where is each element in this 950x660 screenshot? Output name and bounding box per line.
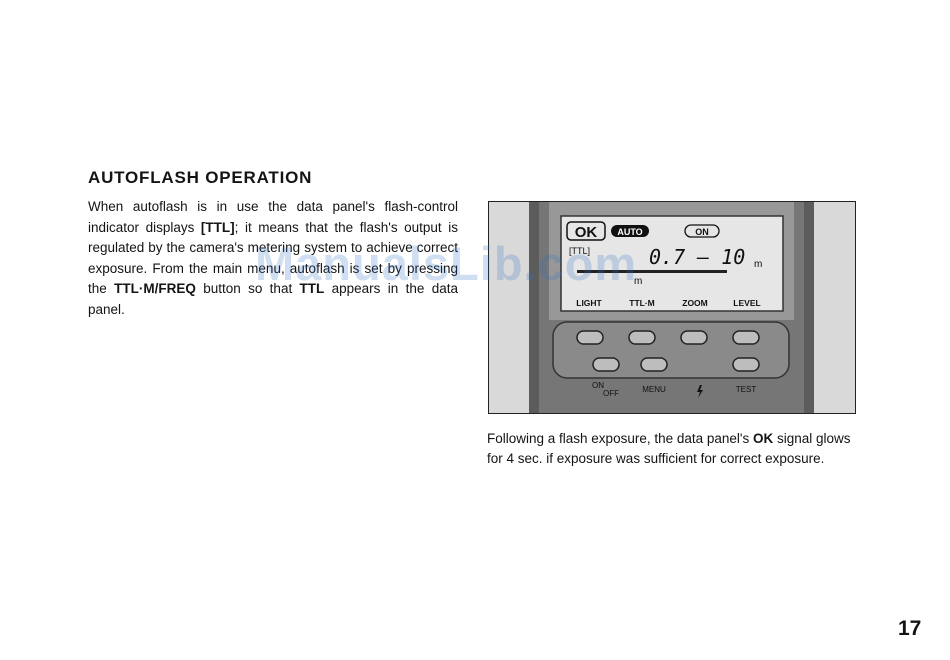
flash-unit-illustration: OK AUTO ON [TTL] 0.7 – 10 m m LIGHT TTL·… xyxy=(529,202,814,413)
lcd-unit: m xyxy=(754,259,762,270)
on-pill xyxy=(684,224,720,238)
lcd-ok: OK xyxy=(575,224,598,241)
lcd-auto: AUTO xyxy=(617,227,642,237)
caption-text-2: signal glows for 4 sec. if exposure was … xyxy=(487,431,851,466)
caption-text-1: Following a flash exposure, the data pan… xyxy=(487,431,753,446)
label-test: TEST xyxy=(736,385,757,394)
label-on: ON xyxy=(592,381,604,390)
figure-caption: Following a flash exposure, the data pan… xyxy=(487,429,857,469)
body-text-4: appears in the data panel. xyxy=(88,281,459,317)
body-text-1: When autoflash is in use the data panel'… xyxy=(88,199,458,235)
on-off-button xyxy=(592,357,620,372)
auto-pill xyxy=(611,225,649,237)
watermark: ManualsLib.com xyxy=(255,237,638,290)
softkey-label-ttl-m: TTL·M xyxy=(629,298,655,308)
ttl-text: TTL xyxy=(299,281,325,296)
ok-box xyxy=(566,221,606,241)
softkey-label-light: LIGHT xyxy=(576,298,602,308)
lcd-screen xyxy=(560,215,784,312)
lcd-row2-unit: m xyxy=(634,276,642,287)
label-off: OFF xyxy=(603,389,619,398)
menu-button xyxy=(640,357,668,372)
section-body: When autoflash is in use the data panel'… xyxy=(88,197,458,320)
light-button xyxy=(576,330,604,345)
softkey-label-zoom: ZOOM xyxy=(682,298,708,308)
zoom-button xyxy=(680,330,708,345)
lcd-ttl: [TTL] xyxy=(569,246,590,256)
test-button xyxy=(732,357,760,372)
ttl-m-button xyxy=(628,330,656,345)
caption-ok: OK xyxy=(753,431,774,446)
button-name-text: TTL·M/FREQ xyxy=(114,281,196,296)
lcd-distance: 0.7 – 10 xyxy=(649,245,745,269)
flash-bolt-icon xyxy=(697,385,703,398)
ttl-indicator-text: [TTL] xyxy=(200,219,235,235)
page-number: 17 xyxy=(898,617,922,640)
section-heading: AUTOFLASH OPERATION xyxy=(88,168,313,187)
label-menu: MENU xyxy=(642,385,666,394)
lcd-on: ON xyxy=(695,227,709,237)
level-button xyxy=(732,330,760,345)
flash-data-panel-figure: OK AUTO ON [TTL] 0.7 – 10 m m LIGHT TTL·… xyxy=(488,201,856,414)
softkey-label-level: LEVEL xyxy=(733,298,760,308)
body-text-3: button so that xyxy=(195,281,300,296)
lcd-range-bar xyxy=(577,270,727,273)
body-text-2: ; it means that the flash's output is re… xyxy=(88,219,458,297)
